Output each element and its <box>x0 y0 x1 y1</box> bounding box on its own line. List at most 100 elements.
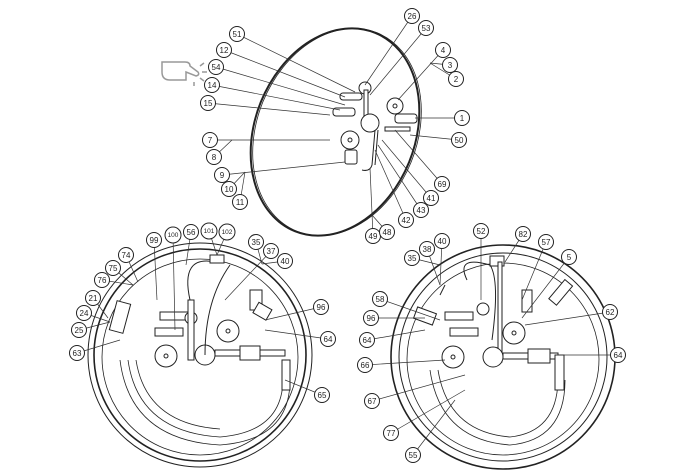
leader-line <box>211 84 341 111</box>
callout-circle <box>538 234 554 250</box>
callout-circle <box>204 77 220 93</box>
leader-line <box>264 306 322 321</box>
callout-circle <box>364 393 380 409</box>
callout-number: 100 <box>168 232 179 239</box>
callout-number: 1 <box>460 114 465 123</box>
left-view-callout-35: 35 <box>248 234 264 265</box>
callout-number: 74 <box>122 251 131 260</box>
callout-number: 38 <box>423 245 432 254</box>
callout-circle <box>200 222 218 240</box>
callout-number: 10 <box>225 185 234 194</box>
callout-number: 14 <box>208 81 217 90</box>
top-dish-view <box>249 27 422 237</box>
callout-circle <box>419 241 435 257</box>
callout-circle <box>69 345 85 361</box>
callout-circle <box>404 250 420 266</box>
leader-line <box>369 27 427 96</box>
right-view-callout-64: 64 <box>359 329 426 348</box>
top-view-callout-51: 51 <box>229 26 356 93</box>
callout-circle <box>434 233 450 249</box>
callout-circle <box>413 202 429 218</box>
top-view-callout-8: 8 <box>206 139 233 165</box>
callout-number: 63 <box>73 349 82 358</box>
top-view-callout-49: 49 <box>365 167 381 244</box>
right-view-callout-38: 38 <box>419 241 441 286</box>
leader-line <box>366 329 426 341</box>
callout-number: 54 <box>212 63 221 72</box>
callout-number: 65 <box>318 391 327 400</box>
callout-number: 102 <box>222 229 233 236</box>
callout-circle <box>357 357 373 373</box>
top-view-callout-3: 3 <box>429 57 458 73</box>
callout-circle <box>118 247 134 263</box>
callout-number: 43 <box>417 206 426 215</box>
top-view-callout-54: 54 <box>208 59 346 106</box>
leader-line <box>381 139 432 199</box>
callout-circle <box>610 347 626 363</box>
callout-number: 64 <box>324 335 333 344</box>
callout-circle <box>435 42 451 58</box>
callout-number: 67 <box>368 397 377 406</box>
left-view-callout-102: 102 <box>216 223 236 256</box>
leader-line <box>224 250 272 301</box>
callout-circle <box>423 190 439 206</box>
callout-number: 49 <box>369 232 378 241</box>
left-view-callout-65: 65 <box>284 379 330 403</box>
right-view-callout-55: 55 <box>405 399 456 463</box>
callout-circle <box>164 226 182 244</box>
callout-circle <box>359 332 375 348</box>
leader-line <box>369 167 374 237</box>
callout-number: 26 <box>408 12 417 21</box>
callout-number: 52 <box>477 227 486 236</box>
leader-line <box>223 49 346 98</box>
leader-line <box>215 66 346 106</box>
callout-number: 48 <box>383 228 392 237</box>
top-view-callout-42: 42 <box>374 149 414 228</box>
leader-line <box>364 359 446 366</box>
tap-hand-icon <box>161 61 207 86</box>
top-view-callout-15: 15 <box>200 95 331 116</box>
callout-circle <box>454 110 470 126</box>
callout-number: 9 <box>220 171 225 180</box>
top-view-callout-11: 11 <box>232 171 248 210</box>
callout-number: 4 <box>441 46 446 55</box>
top-view-callout-7: 7 <box>202 132 330 148</box>
leader-line <box>390 389 466 434</box>
callout-circle <box>405 447 421 463</box>
callout-circle <box>263 243 279 259</box>
callout-number: 66 <box>361 361 370 370</box>
callout-circle <box>363 310 379 326</box>
leader-line <box>221 161 346 176</box>
right-view-callout-96: 96 <box>363 310 425 326</box>
leader-line <box>394 129 443 185</box>
left-view-callout-76: 76 <box>94 272 134 288</box>
callout-circle <box>602 304 618 320</box>
callout-number: 35 <box>252 238 261 247</box>
callout-number: 55 <box>409 451 418 460</box>
left-view-callout-24: 24 <box>76 305 111 323</box>
callout-number: 11 <box>236 198 245 207</box>
top-view-callout-1: 1 <box>415 110 470 126</box>
callout-number: 51 <box>233 30 242 39</box>
right-bottom-view <box>390 244 616 470</box>
callout-number: 58 <box>376 295 385 304</box>
left-view-callout-63: 63 <box>69 339 121 361</box>
callout-number: 7 <box>208 136 213 145</box>
callout-number: 53 <box>422 24 431 33</box>
callout-number: 15 <box>204 99 213 108</box>
top-view-callout-10: 10 <box>221 171 246 197</box>
top-view-callout-50: 50 <box>409 132 467 148</box>
callout-circle <box>71 322 87 338</box>
left-view-callout-100: 100 <box>164 226 182 331</box>
leader-line <box>374 149 407 221</box>
callout-number: 5 <box>567 253 572 262</box>
top-view-callout-9: 9 <box>214 161 346 183</box>
callout-circle <box>248 234 264 250</box>
left-view-callout-56: 56 <box>183 224 199 266</box>
callout-number: 62 <box>606 308 615 317</box>
left-view-callout-75: 75 <box>105 260 134 286</box>
leader-line <box>377 144 422 211</box>
